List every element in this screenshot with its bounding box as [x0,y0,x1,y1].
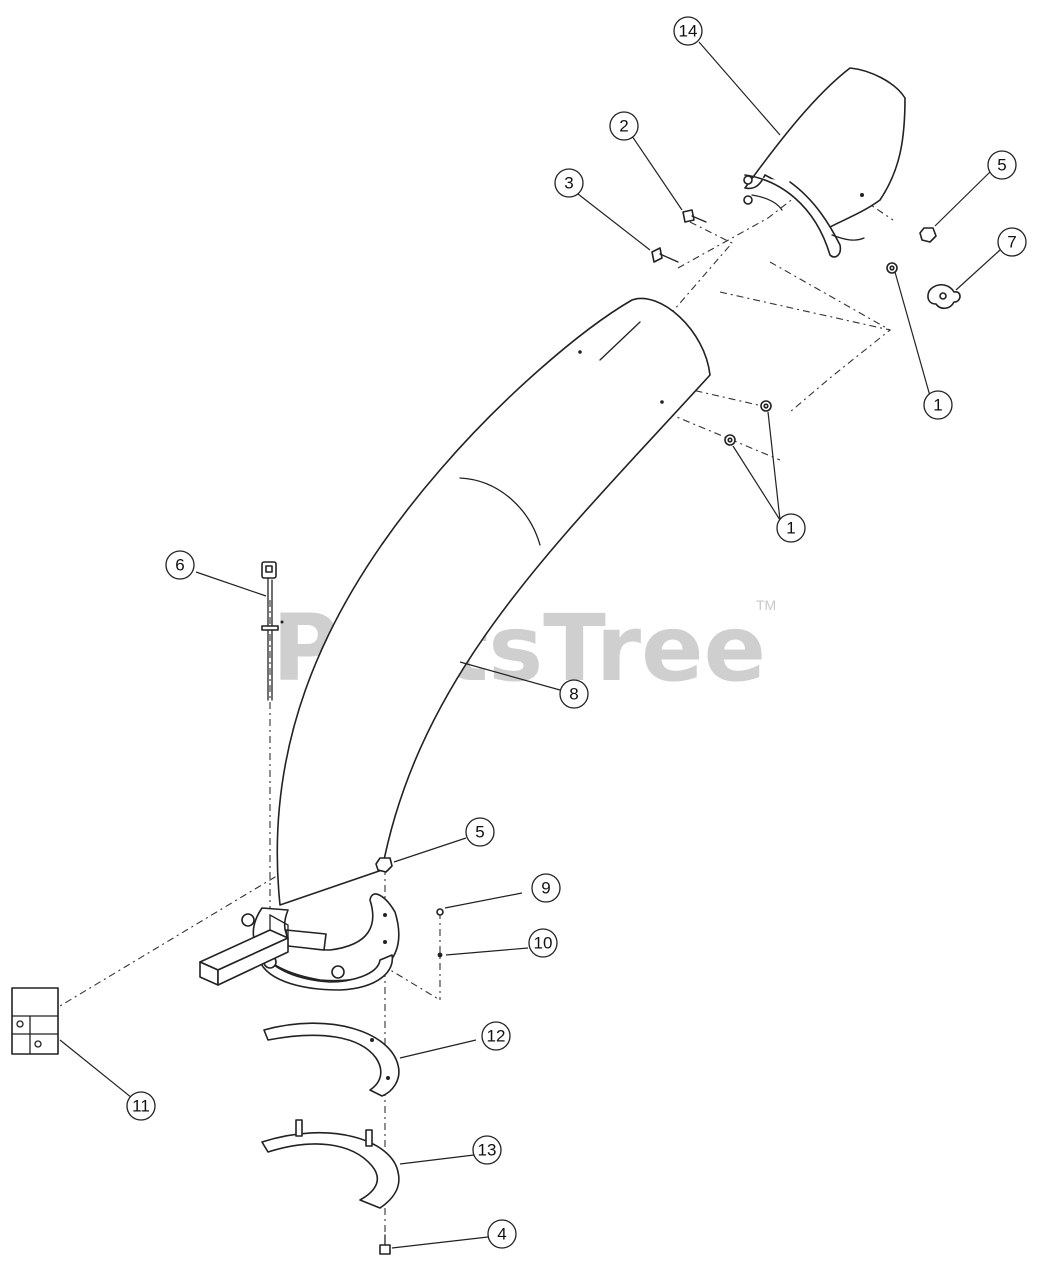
callout-label: 9 [541,879,550,898]
callout-8: 8 [559,679,589,709]
callout-label: 11 [132,1097,150,1116]
chute-base-flange [199,893,400,991]
callout-10: 10 [528,928,558,958]
callout-5-top: 5 [987,150,1017,180]
hardware [261,209,961,1255]
callout-label: 13 [478,1141,497,1160]
watermark-trademark: TM [756,597,776,613]
callout-4: 4 [487,1219,517,1249]
assembly-lines [59,173,894,1235]
callout-1-lower: 1 [776,513,806,543]
callout-label: 2 [619,117,628,136]
callout-label: 12 [487,1027,506,1046]
callout-7: 7 [997,227,1027,257]
callout-1-right: 1 [923,390,953,420]
callout-12: 12 [481,1021,511,1051]
leader-lines [59,41,1001,1249]
callout-label: 5 [997,156,1006,175]
callout-9: 9 [531,873,561,903]
callout-label: 3 [564,174,573,193]
callout-label: 1 [786,519,795,538]
callout-label: 4 [497,1225,506,1244]
callout-label: 6 [175,556,184,575]
callout-label: 14 [679,22,698,41]
callout-label: 1 [933,396,942,415]
callout-label: 8 [569,685,578,704]
callout-6: 6 [165,550,195,580]
callout-11: 11 [126,1091,156,1121]
callout-3: 3 [554,168,584,198]
callout-label: 5 [475,823,484,842]
callout-14: 14 [673,16,703,46]
callout-2: 2 [609,111,639,141]
callout-13: 13 [472,1135,502,1165]
decal-label [11,987,59,1055]
ring-segment-studs [261,1119,400,1209]
callout-5-lower: 5 [465,817,495,847]
deflector [743,67,906,258]
ring-segment [263,1022,400,1097]
callout-label: 10 [534,934,553,953]
callout-label: 7 [1007,233,1016,252]
chute-tube [276,297,711,906]
